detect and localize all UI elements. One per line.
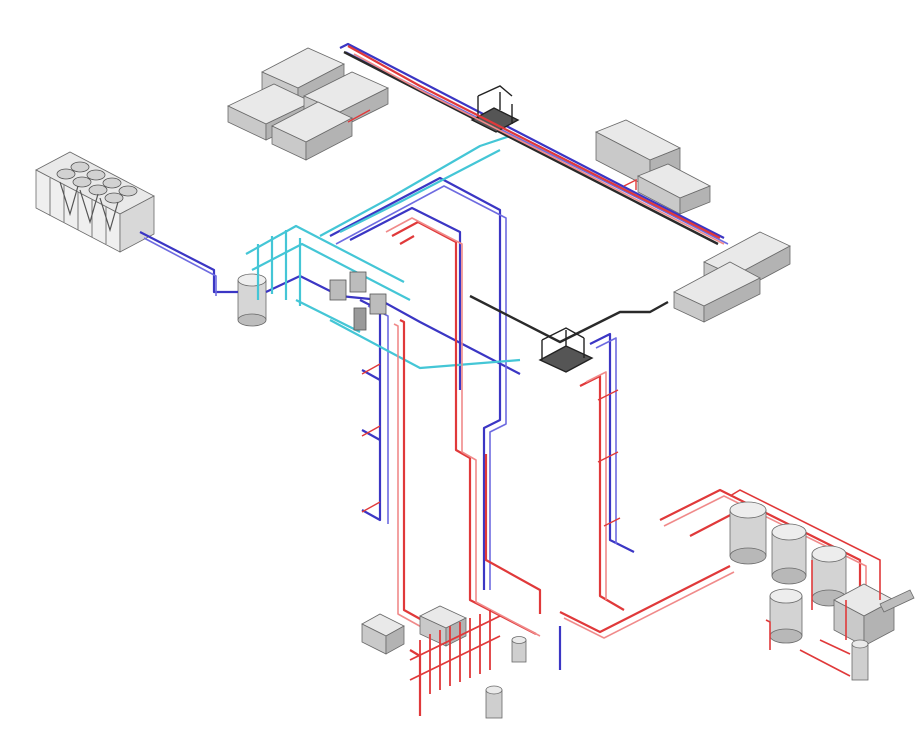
storage-tank-4 [769, 588, 803, 644]
branch-fittings [347, 109, 637, 527]
access-platform-lower [538, 327, 594, 373]
tank-room-piping [729, 489, 881, 677]
water-heater-unit [833, 583, 915, 647]
air-cooled-chiller [35, 151, 155, 253]
condenser-water-piping [245, 134, 521, 370]
rooftop-air-handler-4 [271, 101, 353, 161]
access-platform-upper [470, 85, 520, 133]
structural-steel-beams [343, 50, 719, 344]
chilled-water-buffer-tank [237, 273, 267, 327]
rooftop-air-handler-8 [673, 261, 761, 323]
chilled-water-supply-piping [139, 42, 725, 670]
pump-skid [329, 271, 387, 331]
small-tank [511, 636, 527, 663]
rooftop-air-handler-6 [637, 163, 711, 215]
expansion-tank [485, 685, 503, 719]
storage-tank-1 [729, 501, 767, 565]
boiler-manifold [409, 610, 501, 700]
boiler-1 [361, 613, 405, 655]
storage-tank-2 [771, 523, 807, 585]
vertical-tank-small [851, 639, 869, 681]
